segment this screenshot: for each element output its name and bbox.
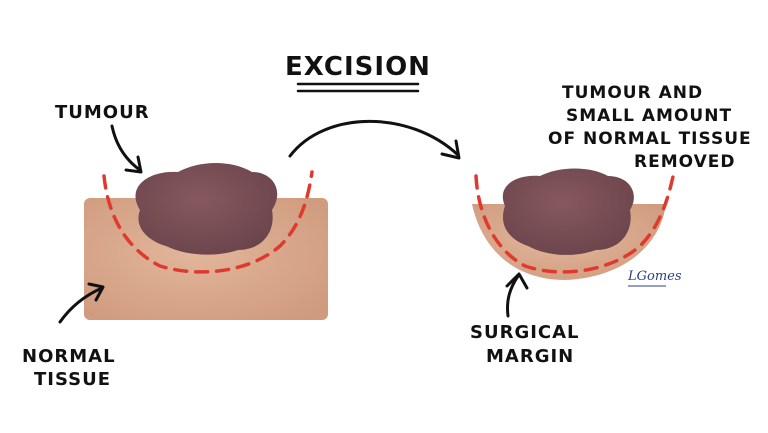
removed-label-line-3: OF NORMAL TISSUE — [548, 129, 752, 149]
surgical-margin-label-line-1: SURGICAL — [470, 322, 580, 343]
tumour-label: TUMOUR — [55, 102, 150, 123]
tumour-arrow — [110, 124, 142, 172]
normal-tissue-label-line-1: NORMAL — [22, 346, 116, 367]
removed-label-line-2: SMALL AMOUNT — [566, 106, 732, 126]
tumour-right — [502, 168, 634, 255]
removed-label-line-1: TUMOUR AND — [562, 83, 703, 103]
surgical-margin-arrow — [506, 274, 520, 318]
transition-arrow — [288, 120, 460, 158]
tumour-left — [135, 163, 278, 255]
transition-arrowhead — [440, 139, 461, 160]
margin-line-right — [474, 170, 676, 274]
margin-line-left — [102, 170, 314, 274]
normal-tissue-arrow — [58, 286, 104, 324]
normal-tissue-label-line-2: TISSUE — [34, 369, 111, 390]
removed-label-line-4: REMOVED — [634, 152, 736, 172]
title: EXCISION — [285, 52, 431, 82]
artist-signature: LGomes — [627, 269, 682, 284]
surgical-margin-label-line-2: MARGIN — [486, 346, 574, 367]
surgical-margin-arrowhead — [505, 272, 529, 290]
tumour-arrowhead — [124, 155, 143, 174]
normal-tissue-arrowhead — [87, 282, 105, 302]
